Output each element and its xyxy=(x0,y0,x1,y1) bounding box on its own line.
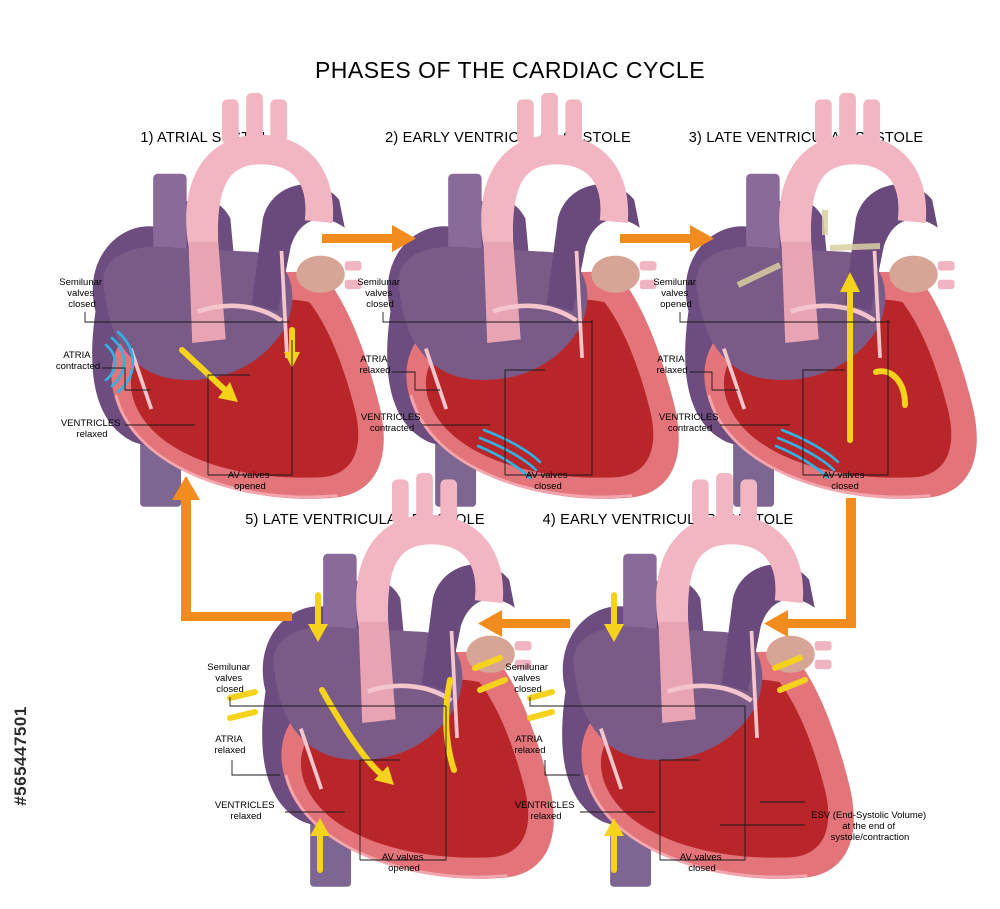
labels-phase-2: Semilunar valves closed ATRIA relaxed VE… xyxy=(357,277,570,492)
leader-lines-phase-2 xyxy=(382,312,593,476)
cycle-arrow-4-to-5 xyxy=(478,610,570,637)
label-ventricles-1: VENTRICLES relaxed xyxy=(61,418,123,440)
label-semilunar-1: Semilunar valves closed xyxy=(59,277,104,310)
label-ventricles-3: VENTRICLES contracted xyxy=(659,412,721,434)
label-av-valves-3: AV valves closed xyxy=(823,470,867,492)
labels-phase-5: Semilunar valves closed ATRIA relaxed VE… xyxy=(207,662,426,874)
label-semilunar-2: Semilunar valves closed xyxy=(357,277,402,310)
blood-flow-phase-5 xyxy=(227,592,508,873)
label-atria-4: ATRIA relaxed xyxy=(514,734,545,756)
label-av-valves-4: AV valves closed xyxy=(680,852,724,874)
label-semilunar-4: Semilunar valves closed xyxy=(505,662,550,695)
heart-phase-2 xyxy=(387,93,679,507)
label-av-valves-5: AV valves opened xyxy=(382,852,426,874)
labels-phase-3: Semilunar valves opened ATRIA relaxed VE… xyxy=(653,277,867,492)
label-av-valves-2: AV valves closed xyxy=(526,470,570,492)
label-semilunar-5: Semilunar valves closed xyxy=(207,662,252,695)
label-esv: ESV (End-Systolic Volume) at the end of … xyxy=(811,810,929,843)
leader-lines-phase-4 xyxy=(529,697,805,861)
label-ventricles-2: VENTRICLES contracted xyxy=(361,412,423,434)
label-atria-1: ATRIA contracted xyxy=(56,350,100,372)
label-atria-5: ATRIA relaxed xyxy=(214,734,245,756)
label-atria-2: ATRIA relaxed xyxy=(359,354,390,376)
labels-phase-1: Semilunar valves closed ATRIA contracted… xyxy=(56,277,272,492)
label-av-valves-1: AV valves opened xyxy=(228,470,272,492)
stock-id-watermark: #565447501 xyxy=(8,668,34,843)
phase-2-title: 2) EARLY VENTRICULAR SYSTOLE xyxy=(385,130,631,146)
label-atria-3: ATRIA relaxed xyxy=(656,354,687,376)
stock-id-text: #565447501 xyxy=(11,705,30,806)
cycle-arrow-1-to-2 xyxy=(322,225,416,252)
label-ventricles-4: VENTRICLES relaxed xyxy=(515,800,577,822)
cycle-arrow-5-to-1 xyxy=(172,476,292,621)
blood-flow-phase-4 xyxy=(527,592,808,873)
heart-phase-3 xyxy=(685,93,977,507)
blood-flow-phase-3 xyxy=(736,210,908,443)
leader-lines-phase-3 xyxy=(679,312,890,476)
heart-phase-1 xyxy=(92,93,384,507)
leader-lines-phase-5 xyxy=(229,697,447,861)
cycle-arrow-2-to-3 xyxy=(620,225,714,252)
heart-phase-4 xyxy=(562,473,854,887)
main-title: PHASES OF THE CARDIAC CYCLE xyxy=(315,57,705,83)
label-semilunar-3: Semilunar valves opened xyxy=(653,277,698,310)
cycle-arrow-3-to-4 xyxy=(764,498,856,637)
contraction-marks-phase-1 xyxy=(104,330,135,394)
label-ventricles-5: VENTRICLES relaxed xyxy=(215,800,277,822)
heart-phase-5 xyxy=(262,473,554,887)
labels-phase-4: Semilunar valves closed ATRIA relaxed VE… xyxy=(505,662,929,874)
leader-lines-phase-1 xyxy=(84,312,293,476)
